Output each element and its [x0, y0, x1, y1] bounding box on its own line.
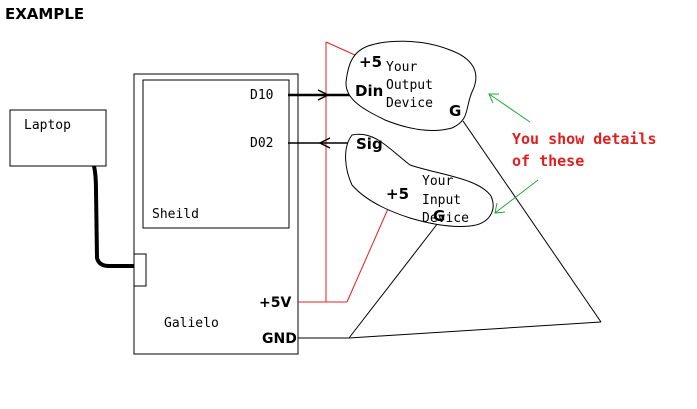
ground-wires — [298, 120, 602, 339]
board-pin-gnd: GND — [262, 331, 297, 347]
laptop-box — [9, 109, 107, 167]
shield-pin-d02: D02 — [250, 136, 273, 151]
note-arrow-output — [488, 93, 531, 123]
output-device-line2: Output — [386, 78, 433, 93]
signal-wire-d02 — [288, 137, 355, 149]
signal-wire-d10 — [288, 89, 355, 101]
input-device-line3: Device — [422, 211, 469, 226]
power-wires — [298, 41, 392, 303]
output-device-pin-g: G — [449, 102, 461, 120]
shield-label: Sheild — [152, 207, 199, 222]
output-device-shape — [345, 40, 477, 131]
galileo-label: Galielo — [164, 316, 219, 331]
usb-port — [133, 253, 147, 287]
usb-cable — [92, 165, 136, 268]
shield-pin-d10: D10 — [250, 88, 273, 103]
input-device-line2: Input — [422, 193, 461, 208]
input-device-pin-sig: Sig — [356, 135, 383, 153]
output-device-pin-5v: +5 — [359, 53, 382, 71]
laptop-label: Laptop — [24, 118, 71, 133]
board-pin-5v: +5V — [259, 295, 291, 311]
output-device-line1: Your — [386, 60, 417, 75]
diagram-title: EXAMPLE — [5, 5, 84, 23]
note-line1: You show details — [512, 130, 657, 148]
output-device-pin-din: Din — [355, 82, 383, 100]
input-device-pin-g: G — [433, 207, 445, 225]
input-device-shape — [345, 133, 494, 227]
input-device-line1: Your — [422, 174, 453, 189]
shield-board — [142, 79, 290, 229]
note-arrow-input — [494, 179, 539, 214]
output-device-line3: Device — [386, 96, 433, 111]
galileo-board — [133, 73, 299, 355]
input-device-pin-5v: +5 — [386, 185, 409, 203]
note-line2: of these — [512, 152, 584, 170]
